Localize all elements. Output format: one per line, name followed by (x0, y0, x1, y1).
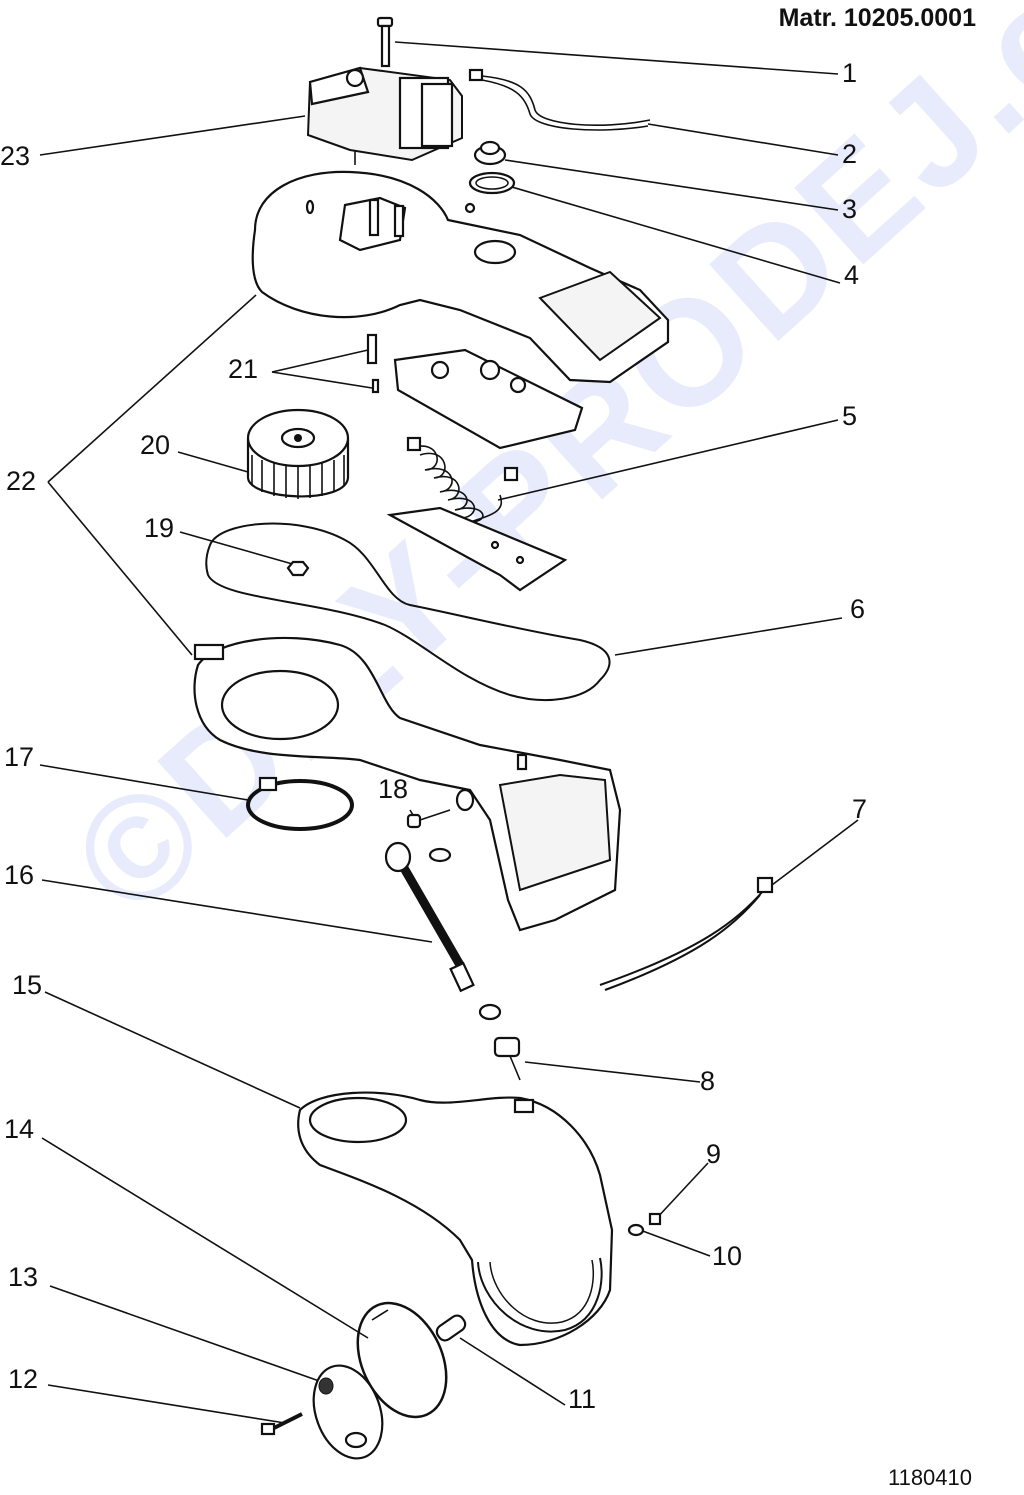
callout-22: 22 (6, 466, 36, 496)
screw-part-9 (648, 1212, 662, 1226)
drawing-number: 1180410 (887, 1465, 972, 1490)
mica-plate (386, 506, 568, 592)
callout-6: 6 (850, 594, 865, 624)
screw-part-1 (376, 16, 394, 68)
callout-1: 1 (842, 58, 857, 88)
thermostat-part-3 (473, 140, 507, 166)
callout-12: 12 (8, 1364, 38, 1394)
callout-19: 19 (144, 513, 174, 543)
housing-bottom-part-22 (193, 636, 622, 932)
callout-10: 10 (712, 1241, 742, 1271)
ring-part-14 (356, 1301, 448, 1419)
callout-20: 20 (140, 430, 170, 460)
callout-17: 17 (4, 742, 34, 772)
retaining-ring-part-17 (246, 776, 354, 831)
switch-part-8 (478, 1003, 521, 1081)
callout-4: 4 (844, 260, 859, 290)
callout-21: 21 (228, 354, 258, 384)
washer-part-10 (627, 1223, 645, 1237)
leader-lines (39, 41, 859, 1424)
clips-part-21 (366, 333, 380, 394)
material-number: Matr. 10205.0001 (778, 4, 976, 32)
callout-14: 14 (4, 1114, 34, 1144)
o-ring-part-4 (468, 171, 516, 195)
callout-15: 15 (12, 970, 42, 1000)
heater-plate (393, 348, 584, 450)
callout-16: 16 (4, 860, 34, 890)
gasket-part-19 (205, 522, 611, 701)
motor-part-23 (306, 66, 463, 165)
callout-23: 23 (0, 141, 30, 171)
screw-part-18 (406, 788, 475, 829)
wire-part-2 (468, 68, 651, 131)
cover-disk-part-13 (312, 1364, 384, 1460)
fan-wheel-part-20 (246, 408, 350, 499)
callout-11: 11 (568, 1384, 596, 1414)
pin-part-11 (435, 1314, 467, 1342)
callout-labels: 1 2 3 4 5 6 7 8 9 10 11 12 13 14 15 16 1… (0, 58, 867, 1414)
callout-5: 5 (842, 401, 857, 431)
cable-strip-part-7 (599, 876, 774, 991)
callout-7: 7 (852, 794, 867, 824)
callout-9: 9 (706, 1139, 721, 1169)
housing-top-part-22 (251, 170, 670, 384)
callout-13: 13 (8, 1262, 38, 1292)
callout-2: 2 (842, 139, 857, 169)
handle-housing-part-15 (297, 1091, 614, 1347)
cable-part-16 (384, 841, 475, 993)
callout-18: 18 (378, 774, 408, 804)
screw-part-12 (260, 1412, 303, 1436)
callout-3: 3 (842, 194, 857, 224)
callout-8: 8 (700, 1066, 715, 1096)
